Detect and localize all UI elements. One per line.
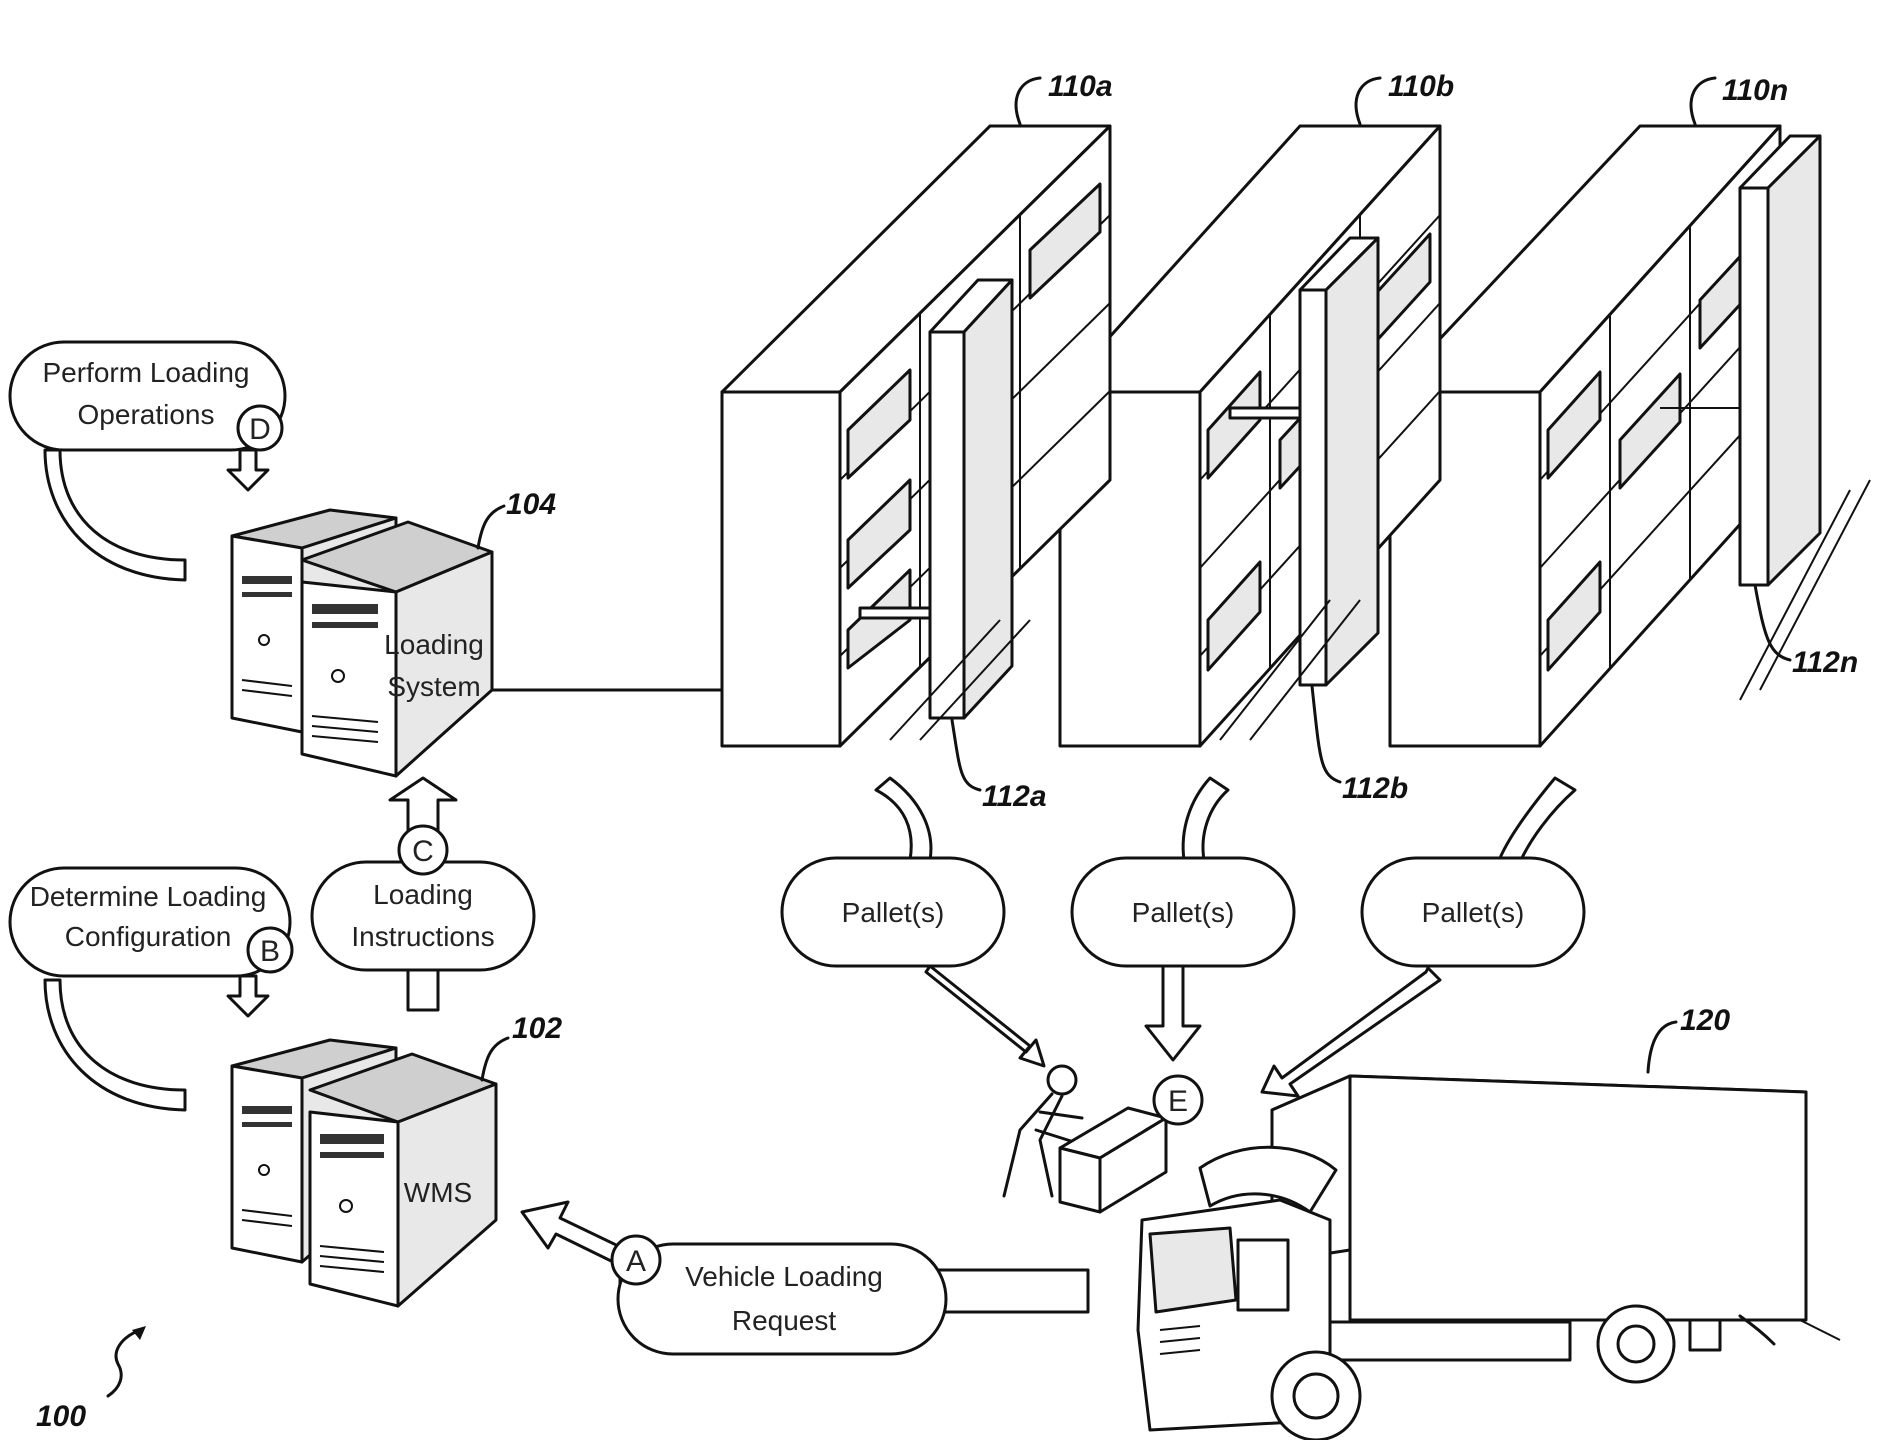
step-c-letter: C — [412, 835, 434, 868]
ref-leader-110a — [1016, 78, 1040, 124]
ref-leader-112a — [952, 720, 980, 790]
truck-ref-120: 120 — [1680, 1004, 1730, 1037]
step-d-line1: Perform Loading — [42, 357, 249, 388]
wms-server — [232, 1040, 496, 1306]
arrow-b-down — [228, 976, 268, 1016]
step-a-line2: Request — [732, 1305, 837, 1336]
ref-leader-112n — [1755, 585, 1790, 660]
robot-ref-112n: 112n — [1792, 646, 1858, 679]
curl-arrow-b — [45, 980, 185, 1110]
pallet-arrow-in-2 — [1183, 778, 1228, 860]
loading-system-label-line2: System — [387, 671, 480, 702]
shelf-ref-110a: 110a — [1048, 70, 1113, 103]
step-a-line1: Vehicle Loading — [685, 1261, 883, 1292]
shelf-ref-110n: 110n — [1722, 74, 1788, 107]
robot-ref-112b: 112b — [1342, 772, 1408, 805]
figure-ref-100: 100 — [36, 1400, 86, 1433]
step-d-letter: D — [249, 413, 271, 446]
pallet-label-2: Pallet(s) — [1132, 897, 1235, 928]
pallet-arrow-in-3 — [1500, 778, 1575, 862]
loading-box — [1060, 1108, 1166, 1212]
step-b-line2: Configuration — [65, 921, 232, 952]
step-d-line2: Operations — [78, 399, 215, 430]
pallet-arrow-in-1 — [876, 778, 931, 860]
ref-leader-110b — [1356, 78, 1380, 124]
shelf-110b — [1060, 126, 1440, 746]
ref-leader-102 — [482, 1038, 508, 1080]
pallet-arrow-out-1 — [926, 966, 1044, 1066]
curl-arrow-d — [45, 450, 185, 580]
server-ref-102: 102 — [512, 1012, 562, 1045]
step-b-letter: B — [260, 935, 280, 968]
ref-leader-120 — [1648, 1022, 1676, 1072]
step-e-letter: E — [1168, 1085, 1188, 1118]
shelf-110a — [722, 126, 1110, 746]
step-c-line1: Loading — [373, 879, 473, 910]
pallet-label-3: Pallet(s) — [1422, 897, 1525, 928]
loading-system-label-line1: Loading — [384, 629, 484, 660]
pallet-arrow-out-2 — [1146, 964, 1200, 1060]
ref-leader-112b — [1312, 686, 1340, 782]
wms-label: WMS — [404, 1177, 472, 1208]
truck — [1138, 1076, 1840, 1440]
step-b-line1: Determine Loading — [30, 881, 267, 912]
arrow-d-down — [228, 450, 268, 490]
step-c-line2: Instructions — [351, 921, 494, 952]
server-ref-104: 104 — [506, 488, 556, 521]
pallet-label-1: Pallet(s) — [842, 897, 945, 928]
robot-ref-112a: 112a — [982, 780, 1047, 813]
step-a-letter: A — [626, 1245, 646, 1278]
ref-leader-104 — [478, 506, 504, 548]
ref-leader-110n — [1691, 78, 1715, 124]
figure-ref-leader — [108, 1330, 140, 1396]
shelf-ref-110b: 110b — [1388, 70, 1454, 103]
